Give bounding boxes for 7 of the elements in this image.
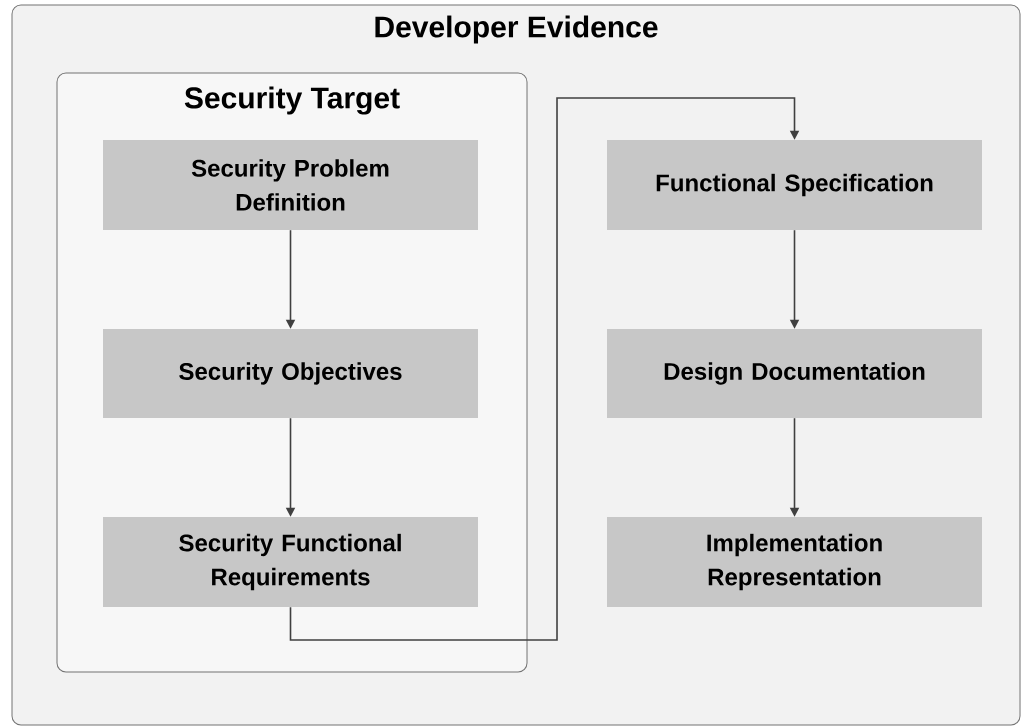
process-box: Implementation Representation <box>607 517 982 607</box>
process-box: Security Problem Definition <box>103 140 478 230</box>
process-box: Security Functional Requirements <box>103 517 478 607</box>
process-box: Functional Specification <box>607 140 982 230</box>
process-box: Security Objectives <box>103 329 478 418</box>
arrow <box>289 97 800 641</box>
process-box: Design Documentation <box>607 329 982 418</box>
